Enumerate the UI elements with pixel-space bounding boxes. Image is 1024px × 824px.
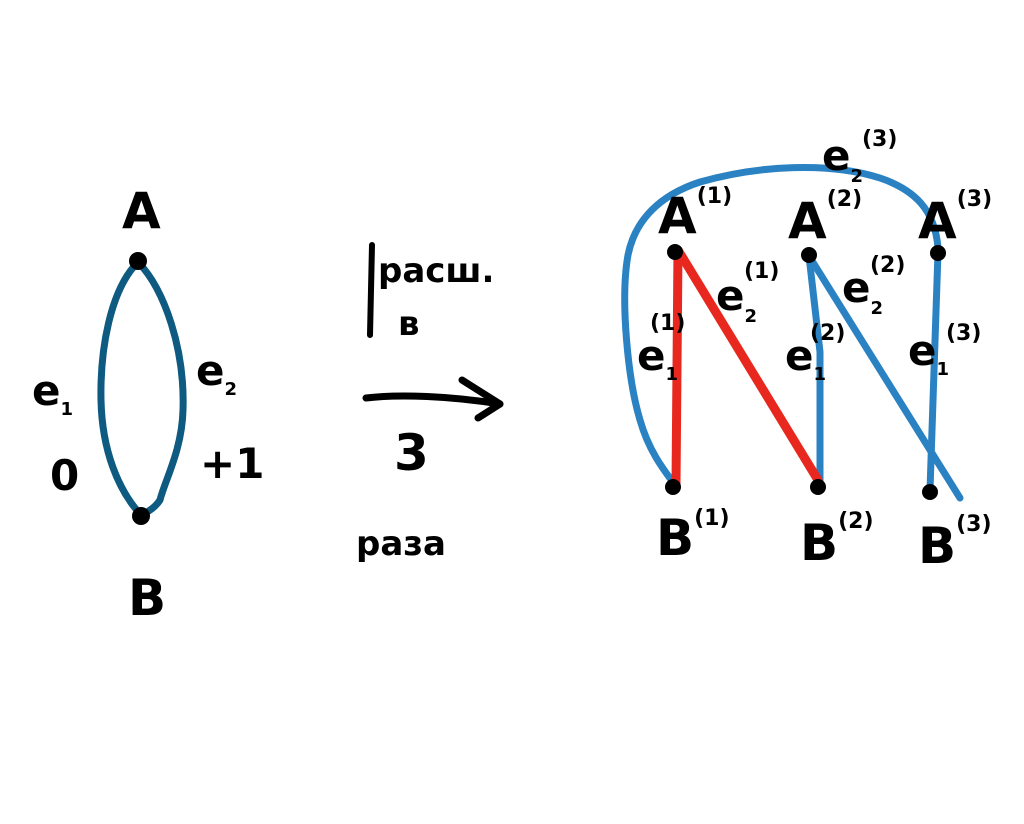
edge-e1-2-base: e (785, 331, 814, 380)
edge-e2-base: e (196, 346, 225, 395)
edge-e1-curve (97, 258, 145, 519)
vertex-a2-label: A(2) (788, 187, 862, 250)
vertex-a2-base: A (788, 192, 827, 250)
edge-e2-curve (134, 258, 187, 519)
vertex-b2-dot (810, 479, 826, 495)
vertex-b-label: B (128, 569, 166, 627)
note-top-line2: в (398, 304, 420, 344)
vertex-b1-sup: (1) (694, 506, 729, 531)
vertex-a-dot (129, 252, 147, 270)
edge-e1-2 (805, 252, 824, 492)
vertex-a1-base: A (658, 187, 697, 245)
transition: расш. в 3 раза (356, 242, 504, 564)
edge-e1-3-base: e (908, 326, 937, 375)
vertex-b3-label: B(3) (918, 512, 992, 575)
edge-e1-1-sub: 1 (666, 364, 679, 385)
vertex-b1-label: B(1) (656, 506, 730, 567)
edge-e2-1-sub: 2 (745, 306, 758, 327)
edge-e2-sub: 2 (225, 379, 238, 400)
vertex-b3-dot (922, 484, 938, 500)
edge-e2-2 (805, 252, 964, 502)
vertex-a3-label: A(3) (918, 187, 992, 250)
edge-e2-2-sub: 2 (871, 298, 884, 319)
edge-e2-label: e2 (196, 346, 237, 400)
vertex-a-label: A (122, 182, 161, 240)
edge-e1-3-label: e1 (908, 326, 949, 380)
edge-e2-1-highlight (673, 245, 823, 485)
edge-e1-1-base: e (637, 331, 666, 380)
base-graph: A B e1 0 e2 +1 (32, 182, 264, 627)
edge-e2-3-base: e (822, 131, 851, 180)
edge-e1-3-sub: 1 (937, 359, 950, 380)
note-top-line1: расш. (378, 251, 494, 291)
edge-e1-1-label: e1 (637, 331, 678, 385)
arrow-shaft (362, 392, 504, 408)
vertex-b3-base: B (918, 517, 956, 575)
vertex-a1-dot (667, 244, 683, 260)
edge-e1-label: e1 (32, 366, 73, 420)
edge-e2-2-base: e (842, 263, 871, 312)
edge-e1-sub: 1 (61, 399, 74, 420)
vertex-b1-base: B (656, 509, 694, 567)
vertex-a1-sup: (1) (697, 184, 732, 209)
edge-e2-3-label: e2 (822, 131, 863, 187)
vertex-b1-dot (665, 479, 681, 495)
edge-e1-1-highlight (671, 245, 683, 490)
edge-e2-3-sub: 2 (851, 166, 864, 187)
vertex-a3-sup: (3) (957, 187, 992, 212)
vertex-a1-label: A(1) (658, 184, 732, 245)
edge-e1-3 (926, 248, 942, 494)
edge-e2-1-label: e2 (716, 271, 757, 327)
note-bracket (367, 242, 375, 338)
vertex-a2-sup: (2) (827, 187, 862, 212)
edge-e1-3-sup: (3) (946, 321, 981, 346)
vertex-a3-dot (930, 245, 946, 261)
edge-e2-1-sup: (1) (744, 259, 779, 284)
edge-e1-base: e (32, 366, 61, 415)
edge-e2-2-sup: (2) (870, 253, 905, 278)
vertex-b2-base: B (800, 514, 838, 572)
vertex-b2-label: B(2) (800, 509, 874, 572)
edge-e2-1-base: e (716, 271, 745, 320)
edge-e2-3-sup: (3) (862, 127, 897, 152)
edge-e1-1-sup: (1) (650, 311, 685, 336)
edge-e1-2-sub: 1 (814, 364, 827, 385)
cover-graph: A(1) A(2) A(3) B(1) B(2) B(3) e1 (1) e1 … (621, 127, 992, 575)
edge-e2-3-arc (621, 164, 942, 489)
edge-e1-2-sup: (2) (810, 321, 845, 346)
arrow-label: 3 (394, 424, 429, 482)
edge-e2-2-label: e2 (842, 263, 883, 319)
vertex-a3-base: A (918, 192, 957, 250)
edge-e1-weight: 0 (50, 451, 79, 500)
vertex-b3-sup: (3) (956, 512, 991, 537)
vertex-a2-dot (801, 247, 817, 263)
note-bottom: раза (356, 524, 446, 564)
arrow-head (458, 376, 504, 422)
edge-e1-2-label: e1 (785, 331, 826, 385)
vertex-b-dot (132, 507, 150, 525)
edge-e2-weight: +1 (200, 439, 264, 488)
vertex-b2-sup: (2) (838, 509, 873, 534)
